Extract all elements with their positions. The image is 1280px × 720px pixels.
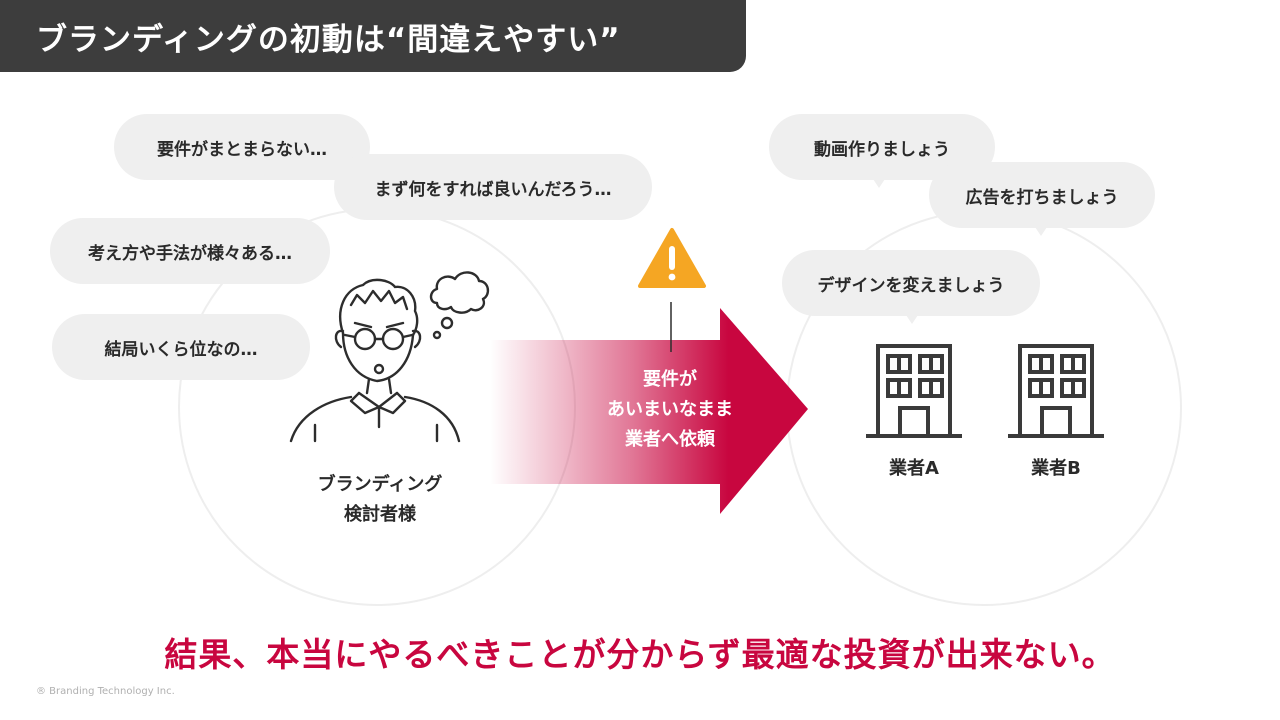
arrow-text-line3: 業者へ依頼: [625, 429, 715, 450]
thought-cloud-icon: [429, 271, 490, 340]
copyright-footer: ® Branding Technology Inc.: [36, 686, 175, 697]
thinking-person-icon: [289, 271, 490, 443]
arrow-text: 要件が あいまいなまま 業者へ依頼: [585, 365, 755, 455]
thought-bubble-cost: 結局いくら位なの…: [52, 314, 310, 380]
client-caption-line2: 検討者様: [344, 504, 416, 525]
title-bar: ブランディングの初動は“間違えやすい”: [0, 0, 746, 72]
thought-bubble-methods: 考え方や手法が様々ある…: [50, 218, 330, 284]
building-icon: [866, 344, 962, 438]
client-caption-line1: ブランディング: [317, 474, 443, 495]
arrow-text-line1: 要件が: [643, 369, 697, 390]
vendor-a-label: 業者A: [889, 458, 939, 479]
request-arrow: [490, 308, 808, 514]
suggestion-bubble-design: デザインを変えましょう: [782, 250, 1040, 324]
suggestion-bubble-ads: 広告を打ちましょう: [929, 162, 1155, 236]
page-title: ブランディングの初動は“間違えやすい”: [36, 22, 621, 58]
building-icon: [1008, 344, 1104, 438]
vendor-b-label: 業者B: [1031, 458, 1081, 479]
client-caption: ブランディング 検討者様: [280, 470, 480, 530]
arrow-text-line2: あいまいなまま: [607, 399, 733, 420]
warning-icon: [638, 228, 706, 352]
thought-bubble-what-first: まず何をすれば良いんだろう…: [334, 154, 652, 220]
conclusion-text: 結果、本当にやるべきことが分からず最適な投資が出来ない。: [164, 635, 1116, 674]
thought-bubble-requirements: 要件がまとまらない…: [114, 114, 370, 180]
